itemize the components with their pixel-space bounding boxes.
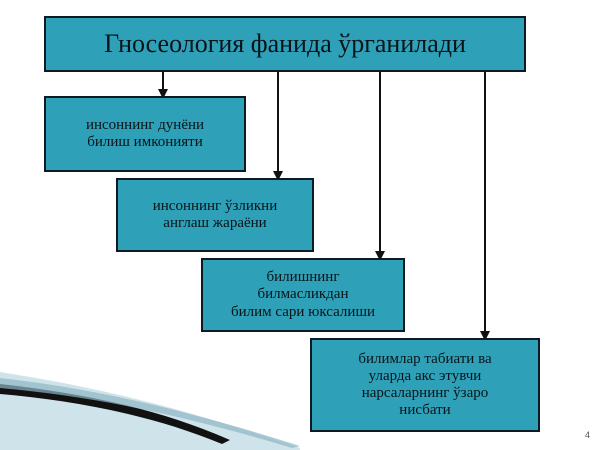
box-4-line-3: нарсаларнинг ўзаро [361,385,489,401]
box-4-line-2: уларда акс этувчи [368,367,482,384]
box-4-line-1: билимлар табиати ва [358,350,492,367]
box-3-line-3: билим сари юксалиши [230,303,376,320]
title-box: Гносеология фанида ўрганилади [44,16,526,72]
title-text: Гносеология фанида ўрганилади [104,29,466,59]
topic-box-4: билимлар табиати ва уларда акс этувчи на… [310,338,540,432]
box-1-line-1: инсоннинг дунёни [85,116,205,133]
topic-box-1: инсоннинг дунёни билиш имконияти [44,96,246,172]
box-3-line-2: билмасликдан [257,286,349,303]
box-4-line-4: нисбати [399,402,451,419]
topic-box-2: инсоннинг ўзликни англаш жараёни [116,178,314,252]
box-2-line-2: англаш жараёни [163,215,267,231]
page-number: 4 [584,430,590,440]
topic-box-3: билишнинг билмасликдан билим сари юксали… [201,258,405,332]
box-3-line-1: билишнинг [266,269,340,286]
box-1-line-2: билиш имконияти [87,134,203,150]
box-2-line-1: инсоннинг ўзликни [152,197,278,214]
